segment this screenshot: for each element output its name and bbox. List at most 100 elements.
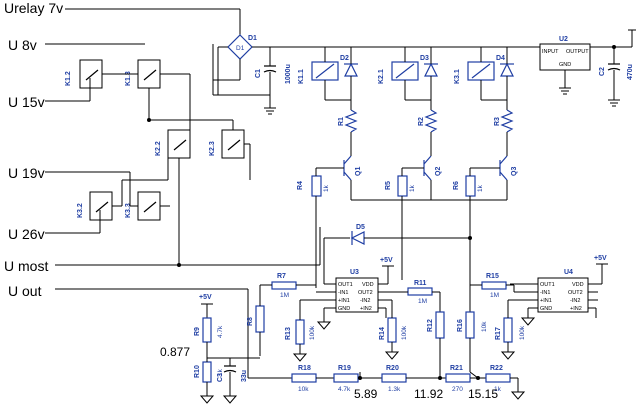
- capacitor-c1: C1 1000u: [255, 47, 292, 115]
- relay-ref-k3-3: K3.3: [125, 203, 132, 218]
- relay-contact-k3-2: K3.2: [77, 191, 113, 221]
- resistor-r4: R4 1k: [297, 167, 330, 288]
- transistor-ref-q1: Q1: [355, 167, 362, 176]
- res-ref-r7: R7: [277, 273, 286, 280]
- resistor-ladder: [248, 371, 526, 400]
- svg-text:+IN1: +IN1: [540, 298, 552, 304]
- resistor-r7: R7 1M: [259, 273, 316, 300]
- diode-d5: D5: [323, 224, 472, 284]
- diode-ref-d4: D4: [496, 55, 505, 62]
- svg-text:GND: GND: [338, 306, 350, 312]
- opamp-u3: U3 OUT1 -IN1 +IN1 GND VDD OUT2 -IN2 +IN2: [300, 269, 402, 330]
- cap-val-c1: 1000u: [285, 64, 292, 84]
- diode-ref-d5: D5: [356, 224, 365, 231]
- transistor-ref-q2: Q2: [435, 167, 442, 176]
- relay-coil-ref-k1: K1.1: [298, 69, 305, 84]
- output-terminal: [628, 29, 636, 47]
- res-val-r21: 270: [452, 386, 463, 393]
- res-ref-r19: R19: [338, 365, 351, 372]
- svg-text:+IN2: +IN2: [570, 306, 582, 312]
- diode-bridge-d1: D1 D1: [213, 34, 270, 95]
- supply-5v-u4: +5V: [594, 255, 608, 282]
- input-rails: [45, 8, 321, 378]
- res-ref-r4: R4: [297, 181, 304, 190]
- opamp-u4: U4 OUT1 -IN1 +IN1 GND VDD OUT2 -IN2 +IN2: [508, 269, 603, 326]
- res-ref-r13: R13: [285, 327, 292, 340]
- diode-ref-d3: D3: [420, 55, 429, 62]
- res-ref-r12: R12: [427, 319, 434, 332]
- svg-text:GND: GND: [540, 306, 552, 312]
- res-ref-r17: R17: [495, 327, 502, 340]
- resistor-r15: R15 1M: [469, 238, 515, 312]
- svg-text:OUT1: OUT1: [338, 282, 353, 288]
- cap-ref-c2: C2: [599, 67, 606, 76]
- resistor-r6: R6 1k: [453, 168, 484, 238]
- resistor-r1: R1: [338, 100, 358, 150]
- res-val-r20: 1.3k: [388, 386, 401, 393]
- relay-ref-k3-2: K3.2: [77, 203, 84, 218]
- svg-text:VDD: VDD: [572, 282, 584, 288]
- input-label-u15: U 15v: [8, 94, 45, 110]
- relay-ref-k1-2: K1.2: [65, 71, 72, 86]
- res-val-r7: 1M: [280, 292, 289, 299]
- svg-text:-IN1: -IN1: [338, 290, 348, 296]
- res-val-r10: 1k: [217, 368, 224, 376]
- res-val-r9: 4.7k: [217, 325, 224, 338]
- measurement-15-15: 15.15: [468, 387, 498, 401]
- transistor-ref-q3: Q3: [511, 167, 518, 176]
- relay-coil-k1: K1.1: [298, 47, 339, 100]
- res-ref-r18: R18: [298, 365, 311, 372]
- relay-coil-ref-k3: K3.1: [454, 69, 461, 84]
- res-val-r18: 10k: [298, 386, 309, 393]
- svg-text:-IN1: -IN1: [540, 290, 550, 296]
- resistor-r13: R13 100k: [285, 300, 316, 362]
- svg-text:OUT1: OUT1: [540, 282, 555, 288]
- svg-text:+5V: +5V: [199, 294, 212, 301]
- res-ref-r8: R8: [247, 317, 254, 326]
- res-val-r14: 100k: [401, 325, 408, 340]
- res-ref-r16: R16: [457, 319, 464, 332]
- diode-bridge-ref: D1: [248, 35, 257, 42]
- transistor-q2: Q2: [402, 150, 442, 200]
- measurement-5-89: 5.89: [354, 387, 378, 401]
- res-ref-r6: R6: [453, 181, 460, 190]
- res-ref-r1: R1: [338, 117, 345, 126]
- opamp-ref-u4: U4: [564, 269, 573, 276]
- cap-val-c2: 470u: [627, 64, 634, 80]
- relay-ref-k1-3: K1.3: [125, 71, 132, 86]
- cap-ref-c1: C1: [255, 69, 262, 78]
- resistor-r10: R10 1k: [194, 358, 224, 404]
- svg-text:+IN2: +IN2: [360, 306, 372, 312]
- opamp-ref-u3: U3: [350, 269, 359, 276]
- transistor-q1: Q1: [324, 150, 362, 200]
- res-ref-r15: R15: [486, 273, 499, 280]
- input-label-u19: U 19v: [8, 165, 45, 181]
- transistor-q3: Q3: [470, 150, 518, 200]
- resistor-r9: R9 4.7k: [194, 317, 224, 358]
- res-ref-r22: R22: [490, 365, 503, 372]
- res-ref-r3: R3: [494, 117, 501, 126]
- resistor-r8: R8: [247, 300, 265, 356]
- diode-d3: D3: [420, 47, 438, 100]
- cap-ref-c3: C3: [217, 373, 224, 382]
- svg-text:OUT2: OUT2: [568, 290, 583, 296]
- regulator-u2: INPUT OUTPUT GND U2: [539, 36, 632, 95]
- regulator-pin-in: INPUT: [542, 49, 559, 55]
- svg-text:VDD: VDD: [362, 282, 374, 288]
- regulator-pin-gnd: GND: [559, 62, 571, 68]
- resistor-r2: R2: [418, 100, 438, 150]
- resistor-r14: R14 100k: [379, 300, 408, 360]
- relay-ref-k2-3: K2.3: [209, 141, 216, 156]
- relay-contact-k2-3: K2.3: [209, 129, 245, 159]
- relay-wiring: [102, 44, 270, 267]
- capacitor-c2: C2 470u: [599, 45, 634, 107]
- cap-val-c3: 33u: [241, 370, 248, 382]
- res-val-r22: 1k: [494, 386, 502, 393]
- svg-text:-IN2: -IN2: [570, 298, 580, 304]
- res-val-r5: 1k: [409, 184, 416, 192]
- relay-coil-k2: K2.1: [378, 47, 419, 100]
- relay-coil-ref-k2: K2.1: [378, 69, 385, 84]
- input-label-u8: U 8v: [8, 37, 37, 53]
- res-ref-r21: R21: [450, 365, 463, 372]
